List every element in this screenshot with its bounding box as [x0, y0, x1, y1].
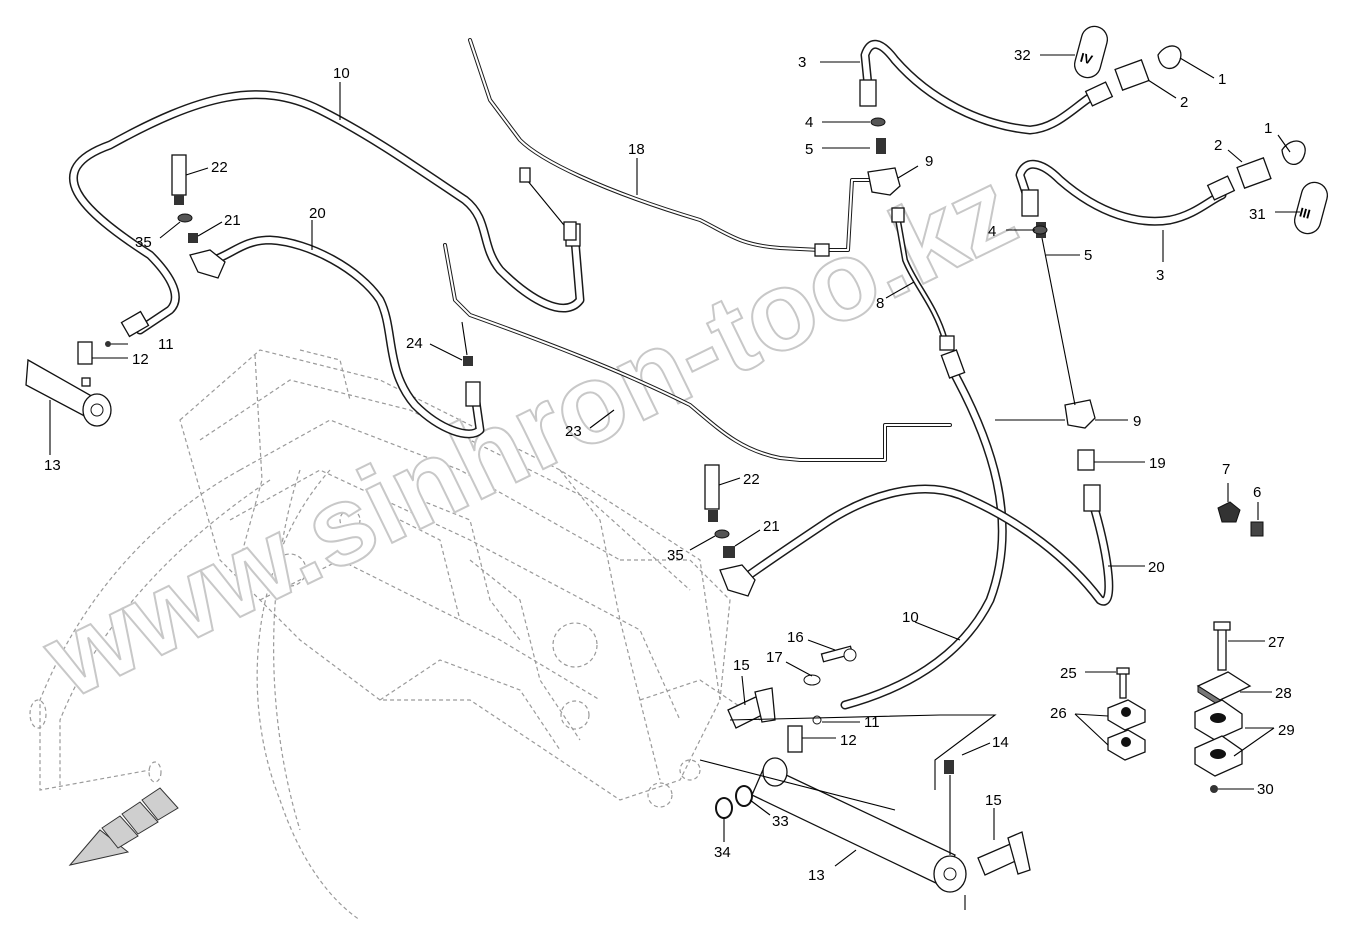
- callout-20-lower: 20: [1148, 559, 1165, 576]
- callout-35-lower: 35: [667, 547, 684, 564]
- callout-24: 24: [406, 335, 423, 352]
- components: IV III: [25, 25, 1329, 910]
- callout-10-lower: 10: [902, 609, 919, 626]
- callout-10-upper: 10: [333, 65, 350, 82]
- callout-16: 16: [787, 629, 804, 646]
- callout-19: 19: [1149, 455, 1166, 472]
- callout-26: 26: [1050, 705, 1067, 722]
- hydraulic-hoses: [69, 38, 1227, 710]
- callout-33: 33: [772, 813, 789, 830]
- callout-11-lower: 11: [864, 714, 880, 731]
- callout-12-upper: 12: [132, 351, 149, 368]
- callout-2-upper: 2: [1180, 94, 1188, 111]
- direction-arrow-icon: [68, 787, 179, 866]
- callout-8: 8: [876, 295, 884, 312]
- callout-7: 7: [1222, 461, 1230, 478]
- callout-35-upper: 35: [135, 234, 152, 251]
- callout-15-right: 15: [985, 792, 1002, 809]
- callout-1-lower: 1: [1264, 120, 1272, 137]
- plate-iv-label: IV: [1078, 50, 1094, 68]
- tractor-frame: [29, 349, 761, 921]
- callout-13-lower: 13: [808, 867, 825, 884]
- callout-22-lower: 22: [743, 471, 760, 488]
- callout-4-upper: 4: [805, 114, 813, 131]
- callout-3-upper: 3: [798, 54, 806, 71]
- callout-labels: 10 18 22 35 21 20 11 12 13 24 23 3 4 5 9…: [44, 47, 1300, 884]
- callout-31: 31: [1249, 206, 1266, 223]
- callout-12-lower: 12: [840, 732, 857, 749]
- callout-20-upper: 20: [309, 205, 326, 222]
- plate-iii-label: III: [1298, 204, 1312, 221]
- callout-30: 30: [1257, 781, 1274, 798]
- callout-28: 28: [1275, 685, 1292, 702]
- callout-29: 29: [1278, 722, 1295, 739]
- callout-22-upper: 22: [211, 159, 228, 176]
- callout-32: 32: [1014, 47, 1031, 64]
- callout-18: 18: [628, 141, 645, 158]
- callout-21-lower: 21: [763, 518, 780, 535]
- callout-15-center: 15: [733, 657, 750, 674]
- callout-5-lower: 5: [1084, 247, 1092, 264]
- callout-9-upper: 9: [925, 153, 933, 170]
- callout-1-upper: 1: [1218, 71, 1226, 88]
- callout-17: 17: [766, 649, 783, 666]
- callout-9-lower: 9: [1133, 413, 1141, 430]
- callout-27: 27: [1268, 634, 1285, 651]
- callout-6: 6: [1253, 484, 1261, 501]
- callout-25: 25: [1060, 665, 1077, 682]
- callout-13-upper: 13: [44, 457, 61, 474]
- callout-5-upper: 5: [805, 141, 813, 158]
- callout-2-lower: 2: [1214, 137, 1222, 154]
- callout-23: 23: [565, 423, 582, 440]
- callout-34: 34: [714, 844, 731, 861]
- callout-4-lower: 4: [988, 223, 996, 240]
- callout-11-upper: 11: [158, 336, 174, 353]
- callout-14: 14: [992, 734, 1009, 751]
- callout-3-lower: 3: [1156, 267, 1164, 284]
- callout-21-upper: 21: [224, 212, 241, 229]
